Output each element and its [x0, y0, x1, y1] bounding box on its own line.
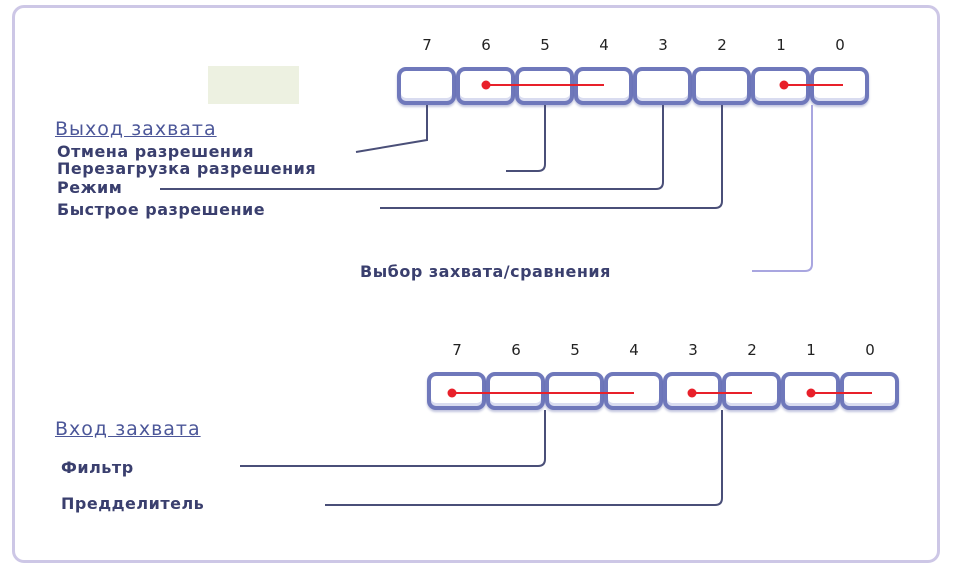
out-bit-2-cell	[692, 67, 751, 105]
placeholder-box	[208, 66, 299, 104]
out-bit-1-number: 1	[776, 36, 786, 54]
label-reload-enable: Перезагрузка разрешения	[57, 159, 317, 178]
in-bit-0-cell	[840, 372, 899, 410]
input-register-title: Вход захвата	[55, 418, 201, 440]
out-bit-7-number: 7	[422, 36, 432, 54]
leader-reload-enable	[506, 105, 546, 172]
in-field-dot-1	[806, 388, 816, 398]
out-bit-6-number: 6	[481, 36, 491, 54]
in-bit-7-cell	[427, 372, 486, 410]
label-prescaler: Предделитель	[61, 494, 205, 513]
in-bit-7-number: 7	[452, 341, 462, 359]
out-bit-3-cell	[633, 67, 692, 105]
leader-mode	[160, 105, 664, 190]
in-bit-5-cell	[545, 372, 604, 410]
in-bit-1-number: 1	[806, 341, 816, 359]
leader-cancel-enable	[355, 105, 428, 153]
label-fast-enable: Быстрое разрешение	[57, 200, 266, 219]
in-bit-3-number: 3	[688, 341, 698, 359]
label-mode: Режим	[57, 178, 123, 197]
out-field-dot-6	[481, 80, 491, 90]
in-bit-6-cell	[486, 372, 545, 410]
in-bit-4-cell	[604, 372, 663, 410]
out-bit-3-number: 3	[658, 36, 668, 54]
leader-fast-enable	[380, 105, 723, 209]
in-bit-4-number: 4	[629, 341, 639, 359]
output-register-title: Выход захвата	[55, 118, 217, 140]
leader-prescaler	[325, 410, 723, 506]
in-field-dot-3	[687, 388, 697, 398]
in-bit-0-number: 0	[865, 341, 875, 359]
in-bit-2-number: 2	[747, 341, 757, 359]
out-bit-0-number: 0	[835, 36, 845, 54]
out-bit-4-number: 4	[599, 36, 609, 54]
out-bit-2-number: 2	[717, 36, 727, 54]
label-cancel-enable: Отмена разрешения	[57, 142, 254, 161]
in-bit-2-cell	[722, 372, 781, 410]
in-field-dot-7	[447, 388, 457, 398]
out-bit-5-number: 5	[540, 36, 550, 54]
in-bit-6-number: 6	[511, 341, 521, 359]
out-bit-7-cell	[397, 67, 456, 105]
in-bit-5-number: 5	[570, 341, 580, 359]
leader-capture-compare-select	[752, 105, 813, 272]
out-field-dot-1	[779, 80, 789, 90]
leader-filter	[240, 410, 546, 467]
label-filter: Фильтр	[61, 458, 134, 477]
label-capture-compare-select: Выбор захвата/сравнения	[360, 262, 611, 281]
